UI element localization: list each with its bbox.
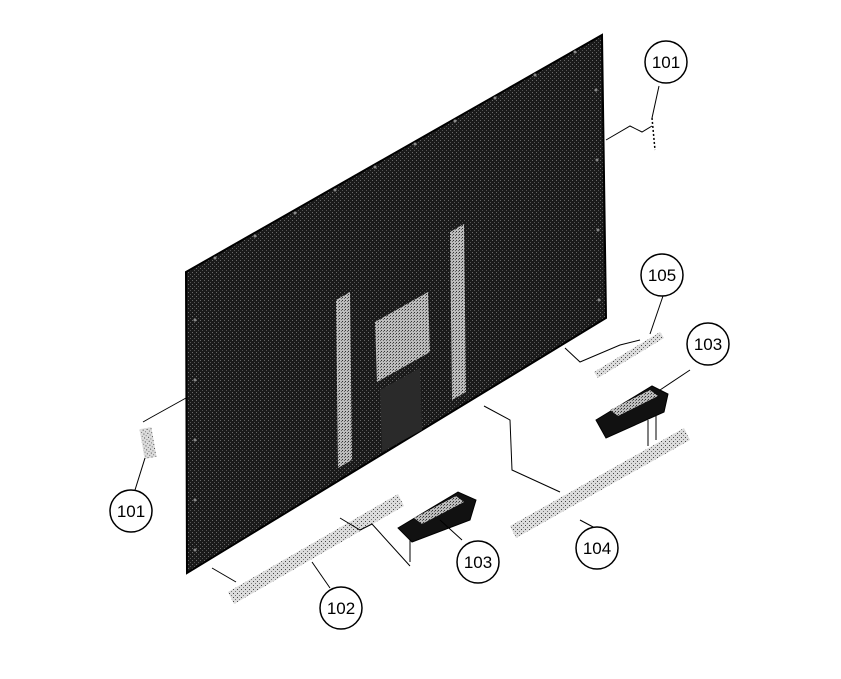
foot-right — [595, 369, 691, 446]
panel-rivets — [193, 50, 601, 552]
svg-text:103: 103 — [694, 335, 722, 354]
callout-103-right: 103 — [686, 322, 730, 366]
svg-text:104: 104 — [583, 539, 611, 558]
svg-text:102: 102 — [327, 599, 355, 618]
callout-101-top: 101 — [644, 40, 688, 84]
callout-102: 102 — [319, 586, 363, 630]
screw-bottom-right — [564, 295, 664, 378]
screw-top-right — [605, 85, 660, 151]
svg-text:105: 105 — [648, 266, 676, 285]
callout-104: 104 — [575, 526, 619, 570]
callout-103-center: 103 — [456, 540, 500, 584]
back-center-module — [375, 292, 430, 382]
callout-101-left: 101 — [109, 489, 153, 533]
tv-panel — [184, 33, 608, 575]
bracket-left — [211, 494, 411, 604]
screw-left — [134, 397, 187, 491]
foot-center — [397, 491, 477, 562]
callout-105: 105 — [640, 253, 684, 297]
svg-text:101: 101 — [117, 502, 145, 521]
bracket-right — [483, 405, 690, 538]
svg-text:103: 103 — [464, 553, 492, 572]
back-lower-module — [380, 368, 422, 452]
back-rail-right — [450, 224, 466, 400]
back-rail-left — [336, 292, 352, 468]
svg-text:101: 101 — [652, 53, 680, 72]
